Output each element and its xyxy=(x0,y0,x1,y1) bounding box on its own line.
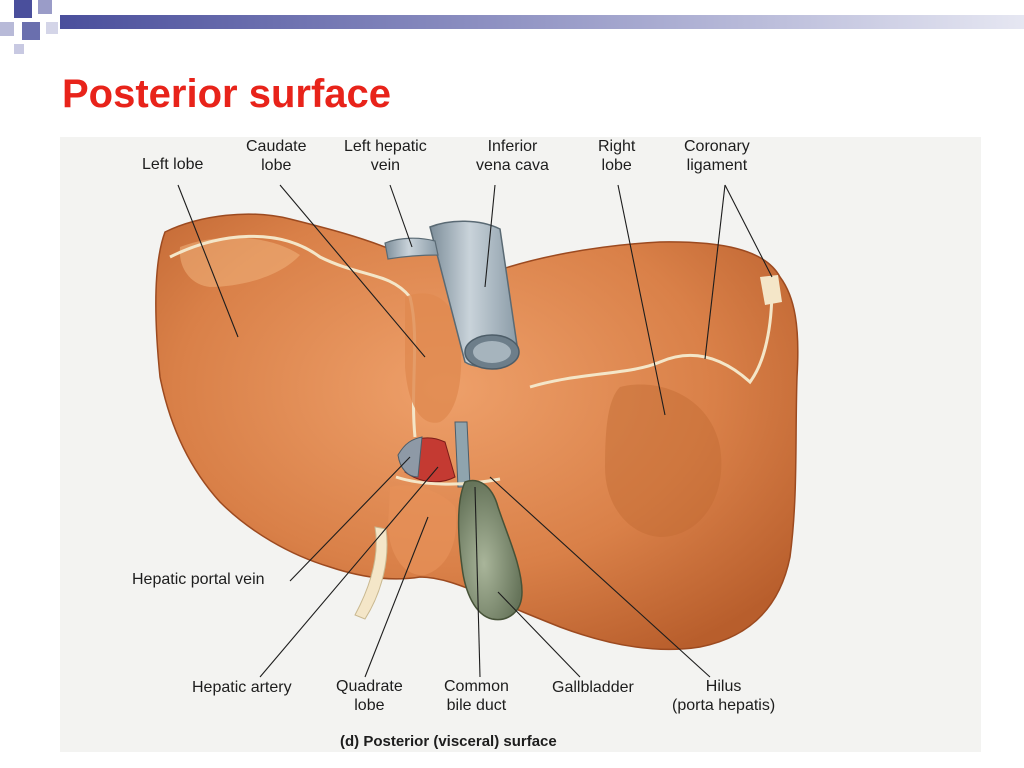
label-hepatic-portal-vein: Hepatic portal vein xyxy=(132,571,265,588)
label-hilus: Hilus (porta hepatis) xyxy=(672,678,776,714)
gallbladder-shape xyxy=(457,479,523,621)
label-left-lobe: Left lobe xyxy=(142,156,204,173)
round-ligament xyxy=(354,526,388,620)
leader-lines xyxy=(177,184,773,678)
label-hepatic-artery: Hepatic artery xyxy=(192,679,292,696)
liver-illustration xyxy=(154,184,799,678)
label-gallbladder: Gallbladder xyxy=(552,679,634,696)
label-right-lobe: Right lobe xyxy=(598,138,636,174)
slide-title: Posterior surface xyxy=(62,72,392,116)
common-bile-duct-structure xyxy=(454,421,471,488)
liver-diagram: Left lobe Caudate lobe Left hepatic vein… xyxy=(60,137,981,752)
hilus-border xyxy=(395,475,501,486)
caudate-lobe xyxy=(405,293,462,423)
label-quadrate-lobe: Quadrate lobe xyxy=(336,678,403,714)
figure-caption: (d) Posterior (visceral) surface xyxy=(340,733,557,750)
right-lobe-shade xyxy=(605,384,722,537)
header-gradient-bar xyxy=(60,15,1024,29)
decorative-squares xyxy=(0,0,80,60)
label-inferior-vena-cava: Inferior vena cava xyxy=(476,138,549,174)
label-caudate-lobe: Caudate lobe xyxy=(246,138,307,174)
quadrate-lobe xyxy=(388,485,457,576)
label-left-hepatic-vein: Left hepatic vein xyxy=(344,138,427,174)
label-common-bile-duct: Common bile duct xyxy=(444,678,509,714)
left-lobe-highlight xyxy=(179,237,300,287)
left-hepatic-vein xyxy=(384,237,439,260)
label-coronary-ligament: Coronary ligament xyxy=(684,138,750,174)
